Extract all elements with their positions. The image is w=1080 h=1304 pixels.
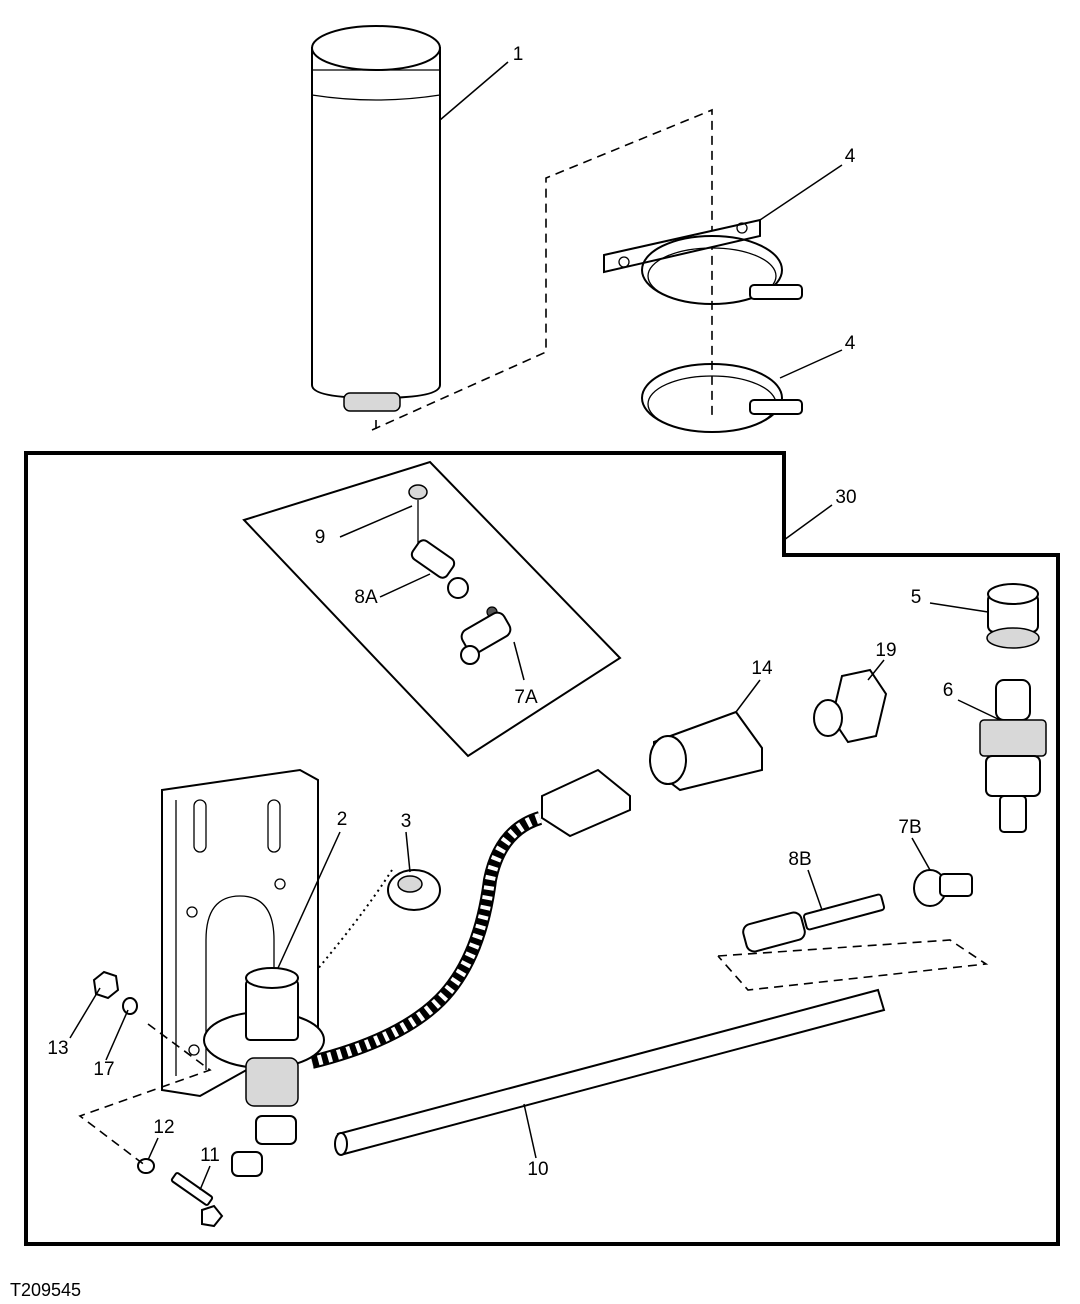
pressure-switch	[979, 679, 1047, 833]
leader-lines	[69, 61, 1001, 1191]
dust-cap-with-chain	[299, 869, 441, 991]
callout-3: 3	[401, 811, 412, 832]
wire-connector	[649, 710, 763, 792]
pressure-sensor-body	[203, 967, 325, 1177]
switch-cap	[986, 583, 1040, 649]
callout-9: 9	[315, 527, 326, 548]
mounting-bracket-clamp	[603, 218, 803, 305]
callout-8a: 8A	[354, 587, 378, 608]
callout-14: 14	[751, 658, 773, 679]
assembly-line-hardware	[78, 1023, 212, 1167]
callout-4-lower: 4	[845, 333, 856, 354]
callout-7b: 7B	[898, 817, 921, 838]
callout-11: 11	[200, 1145, 220, 1166]
callout-30: 30	[835, 487, 856, 508]
valve-core-assembly	[717, 893, 989, 991]
assembly-line-cylinder	[371, 108, 713, 431]
inset-panel	[242, 460, 622, 758]
inset-parts	[408, 484, 512, 665]
valve-fitting	[913, 869, 973, 907]
kit-boundary	[24, 451, 1060, 1246]
callout-2: 2	[337, 809, 348, 830]
callout-6: 6	[943, 680, 954, 701]
callout-4-upper: 4	[845, 146, 856, 167]
callout-19: 19	[875, 640, 896, 661]
callout-5: 5	[911, 587, 922, 608]
callout-1: 1	[513, 44, 524, 65]
callout-13: 13	[47, 1038, 68, 1059]
callout-10: 10	[527, 1159, 548, 1180]
nut	[92, 970, 120, 1000]
callout-8b: 8B	[788, 849, 811, 870]
figure-id: T209545	[10, 1280, 81, 1300]
receiver-drier-cylinder	[311, 25, 441, 435]
bolt	[170, 1172, 224, 1228]
callout-17: 17	[93, 1059, 114, 1080]
callout-7a: 7A	[514, 687, 538, 708]
callout-12: 12	[153, 1117, 174, 1138]
hose-clamp	[641, 363, 803, 433]
tube	[334, 988, 886, 1156]
wiring-harness	[310, 768, 631, 1069]
washer-upper	[122, 997, 138, 1015]
adapter-fitting	[813, 668, 888, 744]
